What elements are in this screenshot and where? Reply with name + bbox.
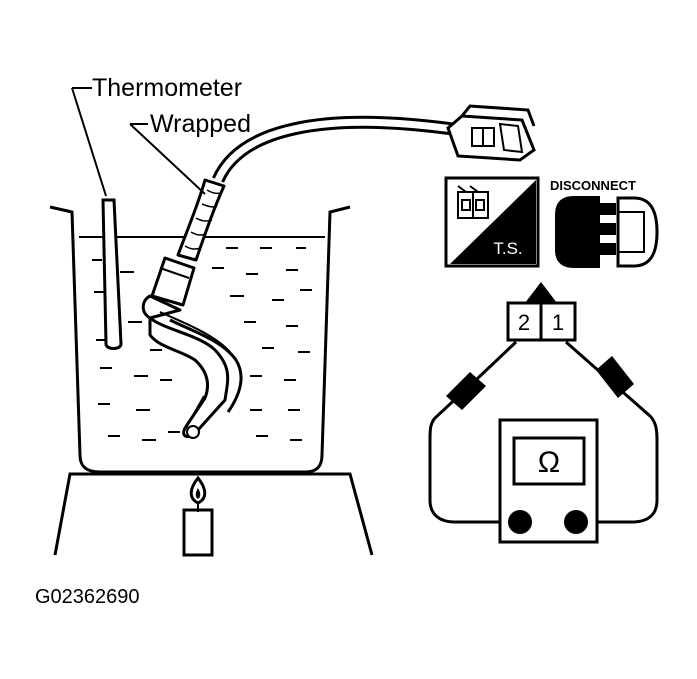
- connector-icon: DISCONNECT: [550, 178, 659, 268]
- jack-left: [508, 510, 532, 534]
- ohmmeter-icon: Ω: [498, 418, 599, 544]
- beaker-icon: [49, 205, 351, 474]
- sensor-plug: [446, 104, 536, 162]
- thermometer-label: Thermometer: [92, 74, 242, 102]
- flame-icon: [182, 475, 214, 557]
- thermometer-icon: [71, 87, 123, 350]
- sensor-cable: [212, 115, 461, 183]
- wrapped-label: Wrapped: [150, 110, 251, 138]
- ohm-symbol: Ω: [538, 446, 560, 479]
- probe-right: [596, 356, 634, 398]
- sensor-icon: [141, 178, 243, 439]
- terminal-1-label: 1: [552, 310, 564, 335]
- ts-connector-box: T.S.: [444, 176, 540, 268]
- jack-right: [564, 510, 588, 534]
- heater-stand: [53, 472, 374, 556]
- terminal-2-label: 2: [518, 310, 530, 335]
- figure-id: G02362690: [35, 586, 140, 608]
- mini-connector-icon: [457, 185, 489, 219]
- wrapped-leader: [129, 123, 206, 195]
- ts-label: T.S.: [493, 239, 522, 258]
- test-leads: [428, 340, 659, 524]
- water-dashes: [92, 247, 312, 441]
- disconnect-label: DISCONNECT: [550, 178, 636, 193]
- terminal-block: 2 1: [506, 282, 577, 342]
- probe-left: [446, 372, 486, 410]
